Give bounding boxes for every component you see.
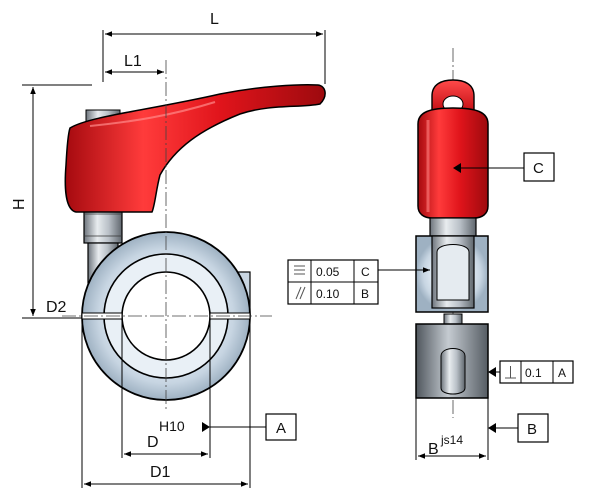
flatness-symbol-icon xyxy=(294,265,305,275)
dimension-l1: L1 xyxy=(105,53,164,75)
parallelism-symbol-icon xyxy=(295,286,306,300)
lever-handle-front xyxy=(417,79,489,219)
perpendicularity-symbol-icon xyxy=(505,366,516,379)
dimension-d: D H10 xyxy=(121,320,211,458)
centerlines-left xyxy=(62,60,272,410)
dimension-d2-label: D2 xyxy=(46,299,67,316)
collar-lower-block xyxy=(415,313,489,399)
parallelism-value: 0.10 xyxy=(316,287,340,301)
perpendicularity-value: 0.1 xyxy=(525,366,542,380)
lever-handle-side xyxy=(64,84,326,213)
dimension-d-label: D xyxy=(147,434,159,451)
dimension-b: B js14 xyxy=(415,398,489,460)
datum-b-label: B xyxy=(527,421,537,438)
feature-control-frame-lower: 0.1 A xyxy=(488,360,574,384)
dimension-b-label: B xyxy=(428,441,439,458)
feature-control-frame-upper: 0.05 C 0.10 B xyxy=(287,259,430,305)
dimension-d1: D1 xyxy=(81,320,251,488)
tolerance-js14-label: js14 xyxy=(440,433,463,447)
collar-upper-block xyxy=(415,235,489,313)
dimension-d1-label: D1 xyxy=(150,464,171,481)
parallelism-datum: B xyxy=(361,287,369,301)
flatness-value: 0.05 xyxy=(316,265,340,279)
datum-a: A xyxy=(202,413,297,441)
dimension-l-label: L xyxy=(210,11,219,28)
perpendicularity-datum: A xyxy=(558,366,566,380)
datum-a-label: A xyxy=(276,420,286,437)
datum-c: C xyxy=(453,152,555,182)
datum-b: B xyxy=(488,413,549,443)
flatness-datum: C xyxy=(361,265,370,279)
dimension-l1-label: L1 xyxy=(124,53,142,70)
dimension-h-label: H xyxy=(11,198,28,210)
datum-c-label: C xyxy=(533,160,544,177)
tolerance-h10-label: H10 xyxy=(159,418,185,434)
dimension-l: L xyxy=(102,11,326,84)
